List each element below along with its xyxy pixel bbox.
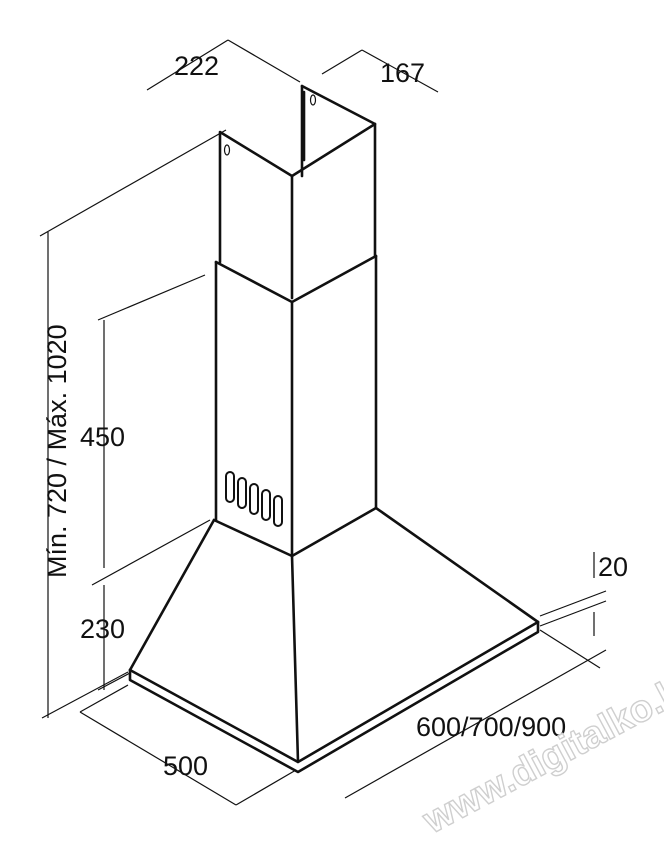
dimension-lines <box>39 39 607 806</box>
watermark-text: www.digitalko.hu <box>416 659 664 843</box>
screw-hole-icon <box>223 144 231 156</box>
upper-chimney <box>218 84 377 300</box>
total-height-label: Mín. 720 / Máx. 1020 <box>42 324 72 578</box>
lower-chimney <box>214 254 378 558</box>
chimney-depth-label: 167 <box>380 58 425 88</box>
hood-depth-label: 500 <box>163 751 208 781</box>
screw-hole-icon <box>309 94 317 106</box>
hood-height-label: 230 <box>80 614 125 644</box>
upper-section-label: 450 <box>80 422 125 452</box>
vent-slots-icon <box>225 471 283 527</box>
hood-width-label: 600/700/900 <box>416 712 566 742</box>
hood-body <box>128 506 540 774</box>
chimney-width-label: 222 <box>174 51 219 81</box>
lip-thickness-label: 20 <box>598 552 628 582</box>
